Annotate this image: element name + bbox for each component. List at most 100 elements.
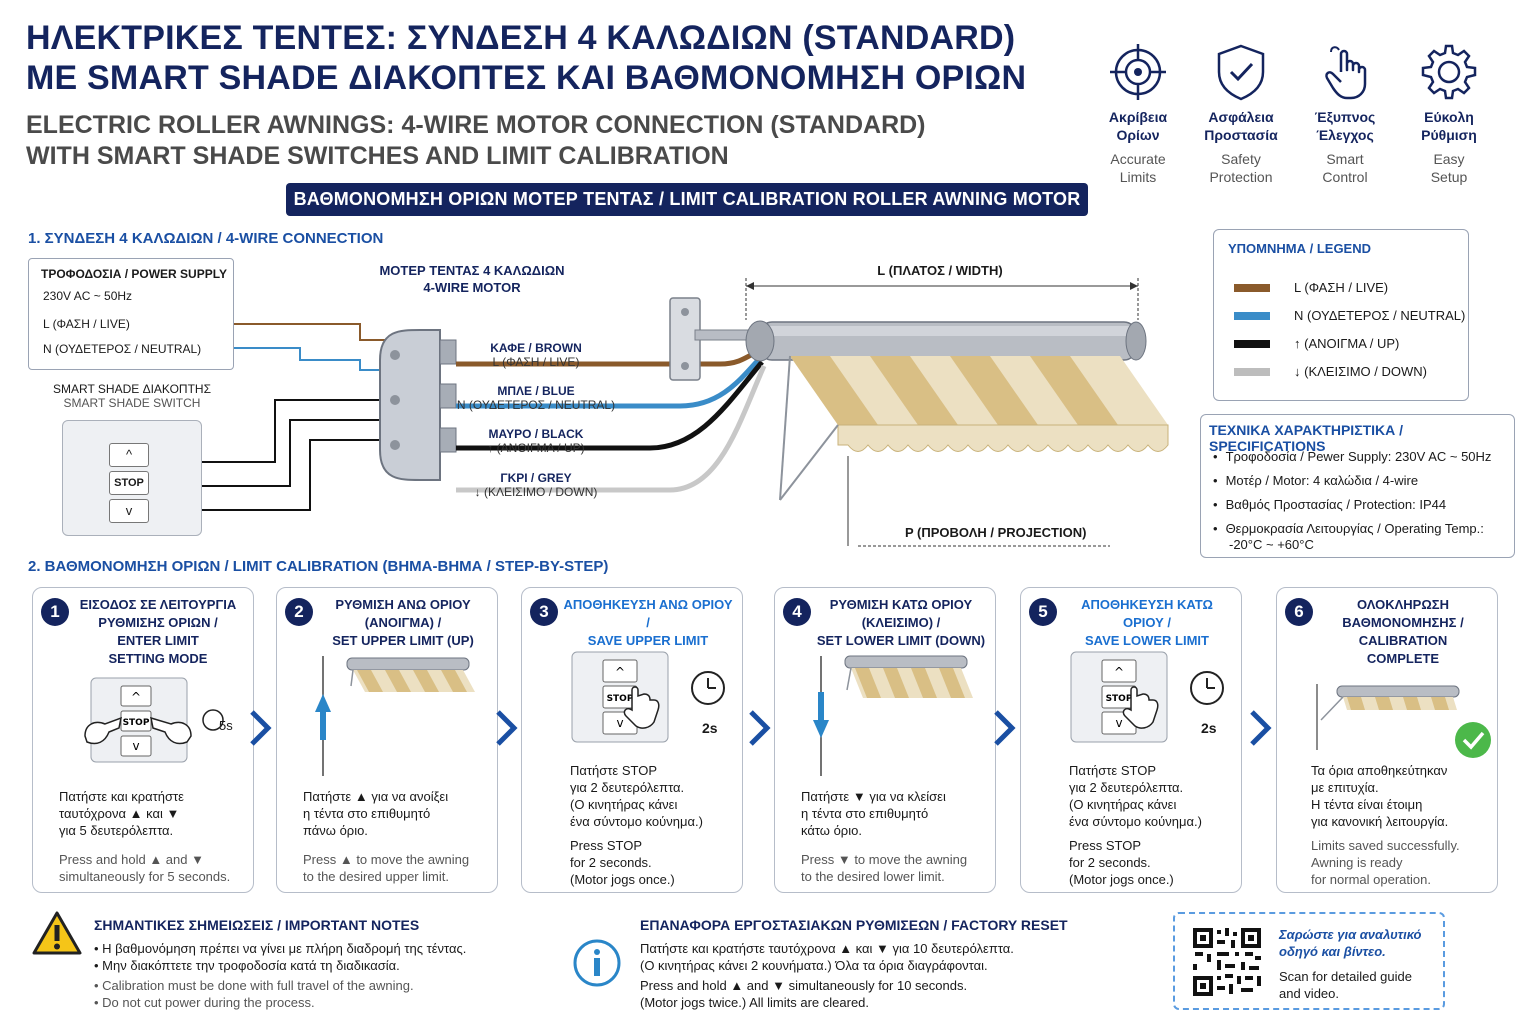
- step-instructions-en: Press STOP for 2 seconds. (Motor jogs on…: [570, 837, 736, 888]
- step-text-line: ένα σύντομο κούνημα.): [1069, 814, 1202, 829]
- step-card-5: 5 ΑΠΟΘΗΚΕΥΣΗ ΚΑΤΩ ΟΡΙΟΥ / SAVE LOWER LIM…: [1020, 587, 1242, 893]
- step-text-line: for 2 seconds.: [570, 855, 652, 870]
- feature-label-gr: Ακρίβεια: [1108, 109, 1168, 125]
- step-title-line: ΑΠΟΘΗΚΕΥΣΗ ΚΑΤΩ ΟΡΙΟΥ /: [1081, 597, 1213, 630]
- step-title-line: (ΚΛΕΙΣΙΜΟ) /: [861, 615, 941, 630]
- legend-label: L (ΦΑΣΗ / LIVE): [1294, 280, 1389, 295]
- wall-bracket: [669, 297, 756, 381]
- wire-label-grey: ΓΚΡΙ / GREY ↓ (ΚΛΕΙΣΙΜΟ / DOWN): [450, 471, 622, 499]
- step-text-line: Πατήστε και κρατήστε: [59, 789, 184, 804]
- step-text-line: for normal operation.: [1311, 872, 1431, 887]
- roller-tube: [745, 320, 1147, 362]
- wire-function-label: ↑ (ΑΝΟΙΓΜΑ / UP): [487, 441, 585, 455]
- specs-box: ΤΕΧΝΙΚΑ ΧΑΡΑΚΤΗΡΙΣΤΙΚΑ / SPECIFICATIONS …: [1200, 414, 1515, 558]
- title-greek-line-1: ΗΛΕΚΤΡΙΚΕΣ ΤΕΝΤΕΣ: ΣΥΝΔΕΣΗ 4 ΚΑΛΩΔΙΩΝ (S…: [26, 19, 1016, 57]
- switch-wire-1: [186, 399, 390, 463]
- step-instructions-gr: Πατήστε STOP για 2 δευτερόλεπτα. (Ο κινη…: [1069, 762, 1235, 830]
- wire-color-label: ΓΚΡΙ / GREY: [500, 471, 572, 485]
- important-notes-title: ΣΗΜΑΝΤΙΚΕΣ ΣΗΜΕΙΩΣΕΙΣ / IMPORTANT NOTES: [94, 917, 420, 933]
- step-text-line: Press STOP: [570, 838, 643, 853]
- svg-text:STOP: STOP: [607, 694, 634, 704]
- step-text-line: ταυτόχρονα ▲ και ▼: [59, 806, 180, 821]
- smart-shade-switch: ^ STOP v: [62, 420, 202, 536]
- step-title-line: SAVE LOWER LIMIT: [1085, 633, 1209, 648]
- factory-reset: ΕΠΑΝΑΦΟΡΑ ΕΡΓΟΣΤΑΣΙΑΚΩΝ ΡΥΘΜΙΣΕΩΝ / FACT…: [640, 917, 1160, 1011]
- blue-wire: [456, 356, 762, 409]
- step-title-line: CALIBRATION: [1358, 633, 1448, 648]
- neutral-supply-wire: [224, 347, 390, 371]
- title-english-line-1: ELECTRIC ROLLER AWNINGS: 4-WIRE MOTOR CO…: [26, 111, 926, 139]
- switch-stop-button[interactable]: STOP: [109, 471, 149, 495]
- step-title: ΕΙΣΟΔΟΣ ΣΕ ΛΕΙΤΟΥΡΓΙΑ ΡΥΘΜΙΣΗΣ ΟΡΙΩΝ / E…: [71, 596, 245, 668]
- step-text-line: (Motor jogs once.): [570, 872, 675, 887]
- step-card-6: 6 ΟΛΟΚΛΗΡΩΣΗ ΒΑΘΜΟΝΟΜΗΣΗΣ / CALIBRATION …: [1276, 587, 1498, 893]
- qr-code-icon[interactable]: [1191, 926, 1263, 998]
- step-number: 6: [1285, 598, 1313, 626]
- step-title-line: SET UPPER LIMIT (UP): [332, 633, 474, 648]
- qr-caption-line: οδηγό και βίντεο.: [1279, 944, 1386, 959]
- qr-caption-gr: Σαρώστε για αναλυτικό οδηγό και βίντεο.: [1279, 926, 1422, 960]
- grey-wire: [456, 364, 767, 493]
- switch-down-button[interactable]: v: [109, 499, 149, 523]
- awning-complete-illustration: [1316, 684, 1491, 758]
- live-supply-wire: [224, 323, 390, 341]
- power-supply-title: ΤΡΟΦΟΔΟΣΙΑ / POWER SUPPLY: [41, 267, 227, 281]
- switch-up-button[interactable]: ^: [109, 443, 149, 467]
- feature-label-en: Setup: [1430, 169, 1468, 185]
- awning-fabric: [779, 355, 1169, 501]
- info-icon: [573, 939, 621, 987]
- svg-text:v: v: [132, 739, 139, 753]
- legend-label: N (ΟΥΔΕΤΕΡΟΣ / NEUTRAL): [1294, 308, 1466, 323]
- feature-label-en: Easy: [1433, 151, 1465, 167]
- spec-item: Θερμοκρασία Λειτουργίας / Operating Temp…: [1213, 521, 1508, 537]
- step-text-line: Awning is ready: [1311, 855, 1403, 870]
- reset-line: Πατήστε και κρατήστε ταυτόχρονα ▲ και ▼ …: [640, 941, 1014, 956]
- step-title-line: ΡΥΘΜΙΣΗΣ ΟΡΙΩΝ /: [98, 615, 218, 630]
- step-text-line: simultaneously for 5 seconds.: [59, 869, 231, 884]
- timer-label: 5s: [219, 718, 233, 733]
- shield-check-icon: [1217, 44, 1265, 101]
- legend-label: ↑ (ΑΝΟΙΓΜΑ / UP): [1294, 336, 1400, 351]
- power-neutral-label: N (ΟΥΔΕΤΕΡΟΣ / NEUTRAL): [43, 342, 202, 356]
- note-line: • Calibration must be done with full tra…: [94, 978, 414, 993]
- step-text-line: Πατήστε STOP: [1069, 763, 1156, 778]
- step-title: ΡΥΘΜΙΣΗ ΚΑΤΩ ΟΡΙΟΥ (ΚΛΕΙΣΙΜΟ) / SET LOWE…: [815, 596, 987, 650]
- step-number: 2: [285, 598, 313, 626]
- step-text-line: Limits saved successfully.: [1311, 838, 1460, 853]
- warning-icon: [32, 911, 82, 955]
- step-instructions-gr: Πατήστε και κρατήστε ταυτόχρονα ▲ και ▼ …: [59, 788, 247, 839]
- feature-label-en: Accurate: [1110, 151, 1166, 167]
- qr-box[interactable]: Σαρώστε για αναλυτικό οδηγό και βίντεο. …: [1173, 912, 1445, 1010]
- step-text-line: Πατήστε STOP: [570, 763, 657, 778]
- feature-label-en: Protection: [1209, 169, 1273, 185]
- page-title-english: ELECTRIC ROLLER AWNINGS: 4-WIRE MOTOR CO…: [26, 110, 1076, 172]
- wire-color-label: ΜΠΛΕ / BLUE: [497, 384, 575, 398]
- step-number: 5: [1029, 598, 1057, 626]
- step-text-line: to the desired lower limit.: [801, 869, 945, 884]
- motor-title-line-1: ΜΟΤΕΡ ΤΕΝΤΑΣ 4 ΚΑΛΩΔΙΩΝ: [379, 263, 565, 278]
- power-supply-box: ΤΡΟΦΟΔΟΣΙΑ / POWER SUPPLY 230V AC ~ 50Hz…: [28, 258, 234, 370]
- switch-press-stop-illustration: ^ STOP v: [1070, 651, 1224, 743]
- timer-label: 2s: [702, 720, 718, 736]
- step-title-line: ΡΥΘΜΙΣΗ ΑΝΩ ΟΡΙΟΥ: [335, 597, 471, 612]
- qr-caption-line: Σαρώστε για αναλυτικό: [1279, 927, 1422, 942]
- motor-title-line-2: 4-WIRE MOTOR: [423, 280, 521, 295]
- step-instructions-gr: Πατήστε ▲ για να ανοίξει η τέντα στο επι…: [303, 788, 491, 839]
- chevron-right-icon: [1250, 710, 1272, 746]
- step-instructions-gr: Πατήστε STOP για 2 δευτερόλεπτα. (Ο κινη…: [570, 762, 736, 830]
- switch-title-en: SMART SHADE SWITCH: [63, 396, 201, 410]
- qr-caption-line: Scan for detailed guide: [1279, 969, 1412, 984]
- switch-press-both-illustration: ^ STOP v: [84, 677, 224, 763]
- step-text-line: Η τέντα είναι έτοιμη: [1311, 797, 1423, 812]
- wire-label-brown: ΚΑΦΕ / BROWN L (ΦΑΣΗ / LIVE): [450, 341, 622, 369]
- feature-label-gr: Έξυπνος: [1314, 109, 1376, 125]
- connection-section-title: 1. ΣΥΝΔΕΣΗ 4 ΚΑΛΩΔΙΩΝ / 4-WIRE CONNECTIO…: [28, 230, 384, 247]
- step-text-line: με επιτυχία.: [1311, 780, 1379, 795]
- step-instructions-gr: Πατήστε ▼ για να κλείσει η τέντα στο επι…: [801, 788, 989, 839]
- svg-text:^: ^: [615, 665, 625, 679]
- step-title: ΟΛΟΚΛΗΡΩΣΗ ΒΑΘΜΟΝΟΜΗΣΗΣ / CALIBRATION CO…: [1317, 596, 1489, 668]
